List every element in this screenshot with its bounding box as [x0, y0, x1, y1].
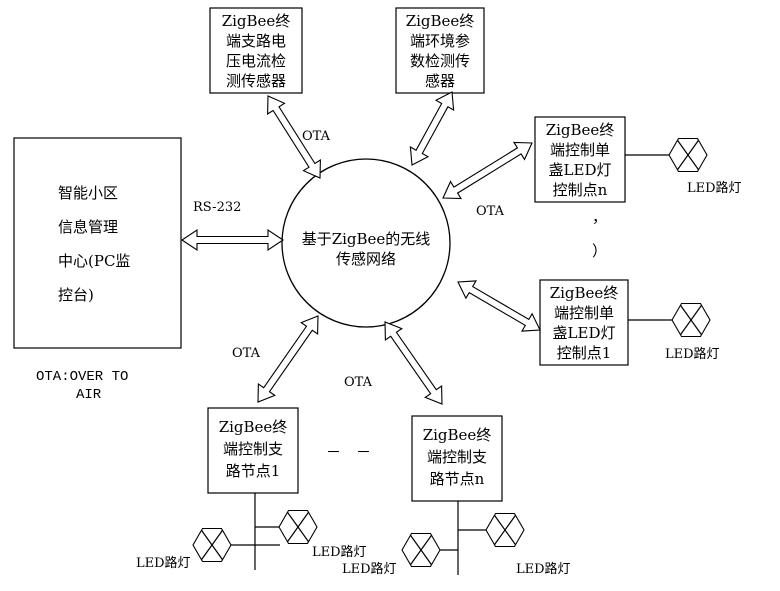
single-lamp-1-line-4: 控制点1 — [557, 344, 612, 362]
lamp-right-mid: LED路灯 — [665, 302, 720, 362]
rs232-label: RS-232 — [193, 200, 241, 215]
legend-line-2: AIR — [76, 387, 102, 403]
single-lamp-n-line-2: 端控制单 — [550, 141, 610, 159]
ellipsis-vertical-1: ， — [592, 208, 607, 226]
pc-line-2: 信息管理 — [58, 218, 118, 236]
ota-link-arrow-env-sensor — [409, 91, 455, 166]
branch-n-line-3: 路节点n — [430, 470, 485, 488]
node-branch-1: ZigBee终 端控制支 路节点1 — [207, 407, 299, 494]
single-lamp-n-line-3: 盏LED灯 — [549, 161, 612, 179]
wires — [230, 154, 673, 575]
single-lamp-1-line-3: 盏LED灯 — [553, 324, 616, 342]
ellipsis-vertical-2: ） — [592, 242, 607, 260]
branch-1-line-3: 路节点1 — [226, 462, 281, 480]
pc-line-1: 智能小区 — [58, 184, 118, 202]
led-lamp-icon — [192, 527, 232, 563]
ota-link-arrow-branch-n — [384, 321, 443, 405]
center-line-2: 传感网络 — [336, 250, 396, 268]
lamp-bottom-right-b: LED路灯 — [485, 512, 571, 577]
rs232-link-arrow — [181, 228, 284, 252]
single-lamp-n-line-4: 控制点n — [553, 181, 608, 199]
ota-top-label: OTA — [302, 129, 331, 144]
branch-1-line-2: 端控制支 — [223, 440, 283, 458]
lamp-cross-line — [410, 535, 432, 565]
ota-link-arrow-single-lamp-n — [442, 141, 533, 200]
lamp-label-right-mid: LED路灯 — [665, 346, 720, 362]
lamp-cross-line — [201, 530, 223, 560]
lamp-bottom-left-a: LED路灯 — [136, 527, 232, 571]
node-single-lamp-1: ZigBee终 端控制单 盏LED灯 控制点1 — [539, 279, 629, 366]
led-lamp-icon — [401, 532, 441, 568]
led-lamp-icon — [668, 137, 708, 173]
pc-line-3: 中心(PC监 — [58, 252, 130, 270]
legend-line-1: OTA:OVER TO — [36, 369, 128, 385]
lamp-cross-line — [680, 305, 702, 335]
branch-n-line-2: 端控制支 — [427, 448, 487, 466]
node-single-lamp-n: ZigBee终 端控制单 盏LED灯 控制点n — [534, 116, 626, 203]
lamp-bottom-left-b: LED路灯 — [278, 509, 367, 560]
ota-link-arrow-voltage-sensor — [267, 95, 321, 179]
ota-bottom-left-label: OTA — [232, 346, 261, 361]
lamp-bottom-right-a: LED路灯 — [342, 532, 441, 577]
single-lamp-n-line-1: ZigBee终 — [546, 121, 615, 139]
lamp-cross-line — [287, 512, 309, 542]
branch-n-line-1: ZigBee终 — [423, 426, 492, 444]
led-lamp-icon — [485, 512, 525, 548]
ota-link-arrow-branch-1 — [257, 315, 319, 403]
link-arrows — [181, 91, 541, 405]
lamp-label-bl-left: LED路灯 — [136, 555, 191, 571]
central-network: 基于ZigBee的无线 传感网络 — [281, 158, 451, 328]
lamp-cross-line — [494, 515, 516, 545]
led-lamp-icon — [278, 509, 318, 545]
ota-bottom-mid-label: OTA — [344, 375, 373, 390]
node-branch-n: ZigBee终 端控制支 路节点n — [411, 415, 503, 502]
single-lamp-1-line-2: 端控制单 — [554, 304, 614, 322]
ellipsis-horizontal: － － — [326, 443, 371, 461]
env-sensor-line-4: 感器 — [425, 72, 455, 90]
env-sensor-line-1: ZigBee终 — [406, 12, 475, 30]
env-sensor-line-2: 端环境参 — [410, 32, 470, 50]
voltage-sensor-line-3: 压电流检 — [226, 52, 286, 70]
env-sensor-line-3: 数检测传 — [410, 52, 470, 70]
voltage-sensor-line-2: 端支路电 — [226, 32, 286, 50]
voltage-sensor-line-4: 测传感器 — [226, 72, 286, 90]
lamp-label-bl-right: LED路灯 — [312, 544, 367, 560]
single-lamp-1-line-1: ZigBee终 — [550, 284, 619, 302]
node-env-sensor: ZigBee终 端环境参 数检测传 感器 — [395, 7, 485, 94]
pc-management-center: 智能小区 信息管理 中心(PC监 控台) — [13, 137, 182, 349]
led-lamp-icon — [671, 302, 711, 338]
voltage-sensor-line-1: ZigBee终 — [222, 12, 291, 30]
lamp-right-top: LED路灯 — [668, 137, 742, 196]
lamp-label-right-top: LED路灯 — [687, 180, 742, 196]
ota-link-arrow-single-lamp-1 — [457, 280, 541, 332]
node-voltage-sensor: ZigBee终 端支路电 压电流检 测传感器 — [209, 7, 303, 94]
branch-1-line-1: ZigBee终 — [219, 418, 288, 436]
pc-line-4: 控台) — [58, 286, 94, 304]
lamp-cross-line — [677, 140, 699, 170]
lamp-label-br-left: LED路灯 — [342, 561, 397, 577]
center-line-1: 基于ZigBee的无线 — [302, 230, 431, 248]
lamp-label-br-right: LED路灯 — [516, 561, 571, 577]
ota-right-label: OTA — [476, 204, 505, 219]
